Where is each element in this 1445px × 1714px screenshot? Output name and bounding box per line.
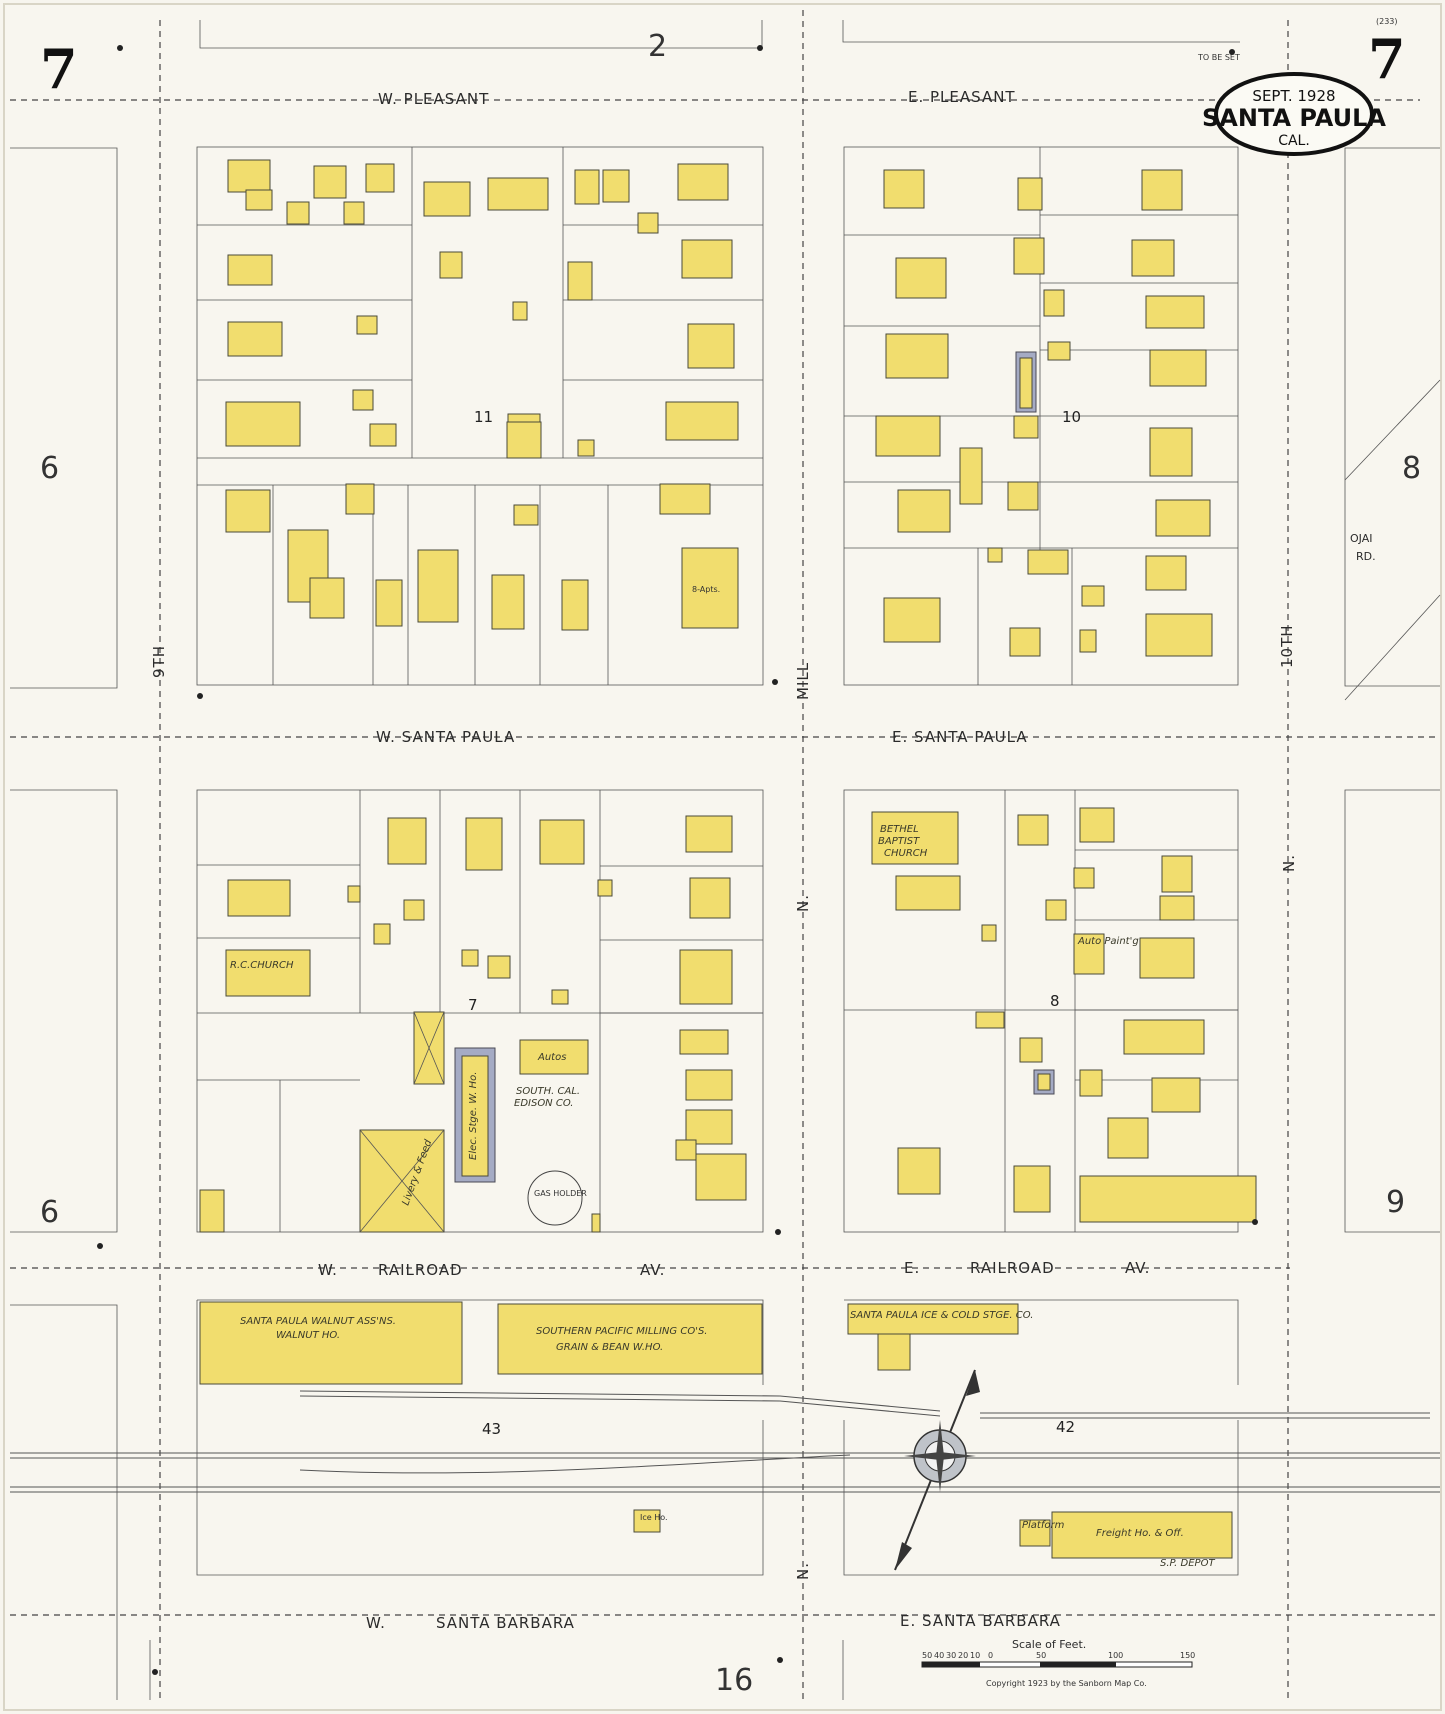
adjacent-sheet-right-upper: 8 (1402, 451, 1421, 486)
railroad-tracks (10, 1390, 1440, 1493)
street-w-pleasant: W. PLEASANT (378, 90, 489, 108)
label-rc-church: R.C.CHURCH (230, 960, 294, 971)
label-8-apts: 8-Apts. (692, 585, 720, 594)
block-11: 11 (474, 408, 493, 426)
street-w-santa-barbara: SANTA BARBARA (436, 1614, 575, 1632)
scale-tick-20: 20 (958, 1651, 968, 1660)
special-structures (454, 351, 1055, 1183)
label-walnut-1: SANTA PAULA WALNUT ASS'NS. (240, 1316, 396, 1327)
page-code: (233) (1376, 17, 1398, 26)
scale-tick-0: 0 (988, 1651, 993, 1660)
gas-holder-circle (527, 1170, 583, 1226)
adjacent-sheet-left-lower: 6 (40, 1195, 59, 1230)
to-be-set-label: TO BE SET (1197, 53, 1240, 62)
street-rd: RD. (1356, 550, 1376, 563)
hydrant-dots (97, 45, 1258, 1675)
label-elec-stge: Elec. Stge. W. Ho. (468, 1072, 479, 1160)
title-state: CAL. (1278, 133, 1310, 149)
scale-tick-50b: 50 (1036, 1651, 1046, 1660)
street-w-santa-barbara-prefix: W. (366, 1614, 386, 1632)
street-e-railroad-prefix: E. (904, 1259, 920, 1277)
label-freight: Freight Ho. & Off. (1096, 1528, 1184, 1539)
adjacent-sheet-top: 2 (648, 29, 667, 64)
street-w-railroad: RAILROAD (378, 1261, 463, 1279)
label-church: CHURCH (884, 848, 928, 859)
street-tenth: 10TH (1278, 624, 1296, 668)
copyright: Copyright 1923 by the Sanborn Map Co. (986, 1679, 1147, 1688)
block-7: 7 (468, 996, 478, 1014)
label-edison-2: EDISON CO. (514, 1098, 573, 1109)
sheet-number-left: 7 (40, 37, 78, 101)
street-w-railroad-av: AV. (640, 1261, 665, 1279)
street-ojai: OJAI (1350, 532, 1372, 545)
scale-tick-40: 40 (934, 1651, 944, 1660)
label-auto-paint: Auto Paint'g (1077, 936, 1139, 947)
street-e-santa-paula: E. SANTA PAULA (892, 728, 1028, 746)
block-outlines (10, 20, 1441, 1700)
scale-title: Scale of Feet. (1012, 1638, 1086, 1651)
label-autos: Autos (537, 1052, 566, 1063)
street-n-mill-lower: N. (794, 1562, 812, 1580)
label-gas-holder: GAS HOLDER (534, 1189, 587, 1198)
adjacent-sheet-left-upper: 6 (40, 451, 59, 486)
block-10: 10 (1062, 408, 1081, 426)
livery-x-marks (359, 1011, 445, 1233)
street-e-pleasant: E. PLEASANT (908, 88, 1016, 106)
street-e-railroad-av: AV. (1125, 1259, 1150, 1277)
scale-tick-10: 10 (970, 1651, 980, 1660)
label-ice-ho: Ice Ho. (640, 1513, 668, 1522)
adjacent-sheet-bottom: 16 (715, 1663, 753, 1698)
scale-tick-50a: 50 (922, 1651, 932, 1660)
title-city: SANTA PAULA (1202, 104, 1386, 132)
scale-tick-100: 100 (1108, 1651, 1123, 1660)
sheet-number-right: 7 (1368, 27, 1406, 91)
street-n-mill: N. (794, 894, 812, 912)
title-cartouche: SEPT. 1928 SANTA PAULA CAL. (1202, 72, 1386, 156)
title-date: SEPT. 1928 (1252, 87, 1335, 105)
label-milling-1: SOUTHERN PACIFIC MILLING CO'S. (536, 1326, 707, 1337)
label-ice-cold-storage: SANTA PAULA ICE & COLD STGE. CO. (850, 1310, 1033, 1321)
block-42: 42 (1056, 1418, 1075, 1436)
label-platform: Platform (1022, 1520, 1065, 1531)
label-walnut-2: WALNUT HO. (276, 1330, 340, 1341)
buildings (199, 159, 1257, 1559)
compass-rose-icon (894, 1369, 980, 1571)
street-mill: MILL (794, 662, 812, 700)
street-n-tenth: N. (1280, 854, 1298, 872)
street-ninth: 9TH (150, 645, 168, 678)
street-w-santa-paula: W. SANTA PAULA (376, 728, 515, 746)
label-milling-2: GRAIN & BEAN W.HO. (556, 1342, 663, 1353)
block-8: 8 (1050, 992, 1060, 1010)
scale-of-feet: Scale of Feet. 50 40 30 20 10 0 50 100 1… (921, 1638, 1195, 1688)
label-baptist: BAPTIST (878, 836, 920, 847)
scale-tick-150: 150 (1180, 1651, 1195, 1660)
label-edison-1: SOUTH. CAL. (516, 1086, 580, 1097)
adjacent-sheet-right-lower: 9 (1386, 1185, 1405, 1220)
paper (3, 3, 1442, 1711)
label-bethel: BETHEL (880, 824, 919, 835)
block-43: 43 (482, 1420, 501, 1438)
street-e-santa-barbara: E. SANTA BARBARA (900, 1612, 1061, 1630)
label-sp-depot: S.P. DEPOT (1160, 1558, 1215, 1569)
scale-tick-30: 30 (946, 1651, 956, 1660)
street-e-railroad: RAILROAD (970, 1259, 1055, 1277)
street-w-railroad-prefix: W. (318, 1261, 338, 1279)
